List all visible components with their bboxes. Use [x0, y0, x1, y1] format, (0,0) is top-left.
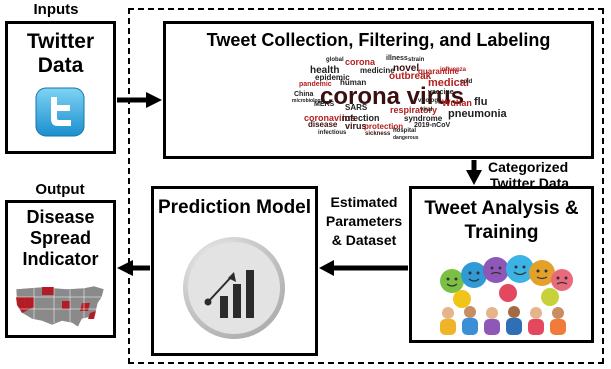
estimated-label-line1: Estimated: [330, 194, 398, 210]
word-cloud-term: coronavirus: [304, 113, 356, 123]
word-cloud-term: health: [310, 65, 340, 76]
word-cloud-term: influenza: [440, 67, 467, 73]
twitter-data-box: Twitter Data: [5, 21, 116, 154]
growth-chart-icon: [182, 236, 286, 340]
arrow-twitter-to-collection: [117, 92, 162, 108]
us-map-icon: [12, 283, 109, 333]
arrow-collection-to-analysis: [466, 160, 482, 185]
tweet-collection-box: Tweet Collection, Filtering, and Labelin…: [163, 21, 594, 159]
disease-spread-box: Disease Spread Indicator: [5, 200, 116, 338]
word-cloud-term: SARS: [345, 103, 368, 112]
output-label: Output: [35, 181, 85, 198]
processing-region: [128, 8, 604, 364]
word-cloud-term: protection: [364, 122, 404, 131]
disease-spread-title-line3: Indicator: [22, 249, 99, 269]
tweet-analysis-box: Tweet Analysis & Training: [409, 186, 594, 343]
word-cloud-term: infectious: [318, 130, 347, 136]
word-cloud-term: virus: [345, 121, 367, 131]
word-cloud-term: China: [294, 91, 314, 98]
twitter-logo-icon: [35, 87, 85, 137]
categorized-label-line1: Categorized: [488, 159, 569, 175]
people-group-icon: [440, 306, 566, 335]
social-emoji-illustration: [434, 253, 574, 337]
twitter-data-title-line2: Data: [37, 54, 84, 77]
prediction-model-title: Prediction Model: [157, 197, 312, 218]
word-cloud-term: viral: [420, 107, 433, 113]
word-cloud-term: cold: [460, 79, 473, 85]
word-cloud-term: medicine: [360, 66, 395, 75]
disease-spread-title-line1: Disease: [26, 207, 95, 227]
tweet-collection-title: Tweet Collection, Filtering, and Labelin…: [206, 30, 551, 50]
word-cloud-term: MERS: [314, 101, 335, 108]
arrow-analysis-to-prediction: [319, 260, 408, 276]
word-cloud: corona virus coronavirus pneumonia outbr…: [290, 55, 507, 157]
word-cloud-term: infection: [342, 113, 380, 123]
word-cloud-term: syndrome: [404, 114, 443, 123]
word-cloud-term: disease: [308, 120, 338, 129]
word-cloud-term: quarantine: [418, 67, 459, 76]
prediction-model-box: Prediction Model: [151, 186, 318, 356]
word-cloud-term: epidemic: [315, 73, 350, 82]
word-cloud-term: corona: [345, 57, 376, 67]
word-cloud-term: global: [326, 57, 344, 63]
estimated-label-line3: & Dataset: [331, 232, 397, 248]
word-cloud-term: novel: [393, 63, 420, 74]
word-cloud-term: Wuhan: [442, 98, 472, 108]
estimated-label-line2: Parameters: [325, 213, 403, 229]
arrow-prediction-to-disease: [117, 260, 150, 276]
inputs-label: Inputs: [33, 1, 79, 18]
word-cloud-term: flu: [474, 96, 488, 108]
word-cloud-term: microbiology: [292, 98, 324, 104]
disease-spread-title-line2: Spread: [29, 228, 92, 248]
word-cloud-term: dangerous: [393, 135, 419, 141]
categorized-label-line2: Twitter Data: [490, 175, 570, 191]
word-cloud-term: respiratory: [390, 105, 438, 115]
word-cloud-term: medical: [428, 77, 469, 89]
word-cloud-term: hospital: [393, 128, 417, 134]
word-cloud-term: virology: [418, 98, 442, 104]
speech-bubble-icon: [440, 255, 573, 308]
word-cloud-term: pneumonia: [448, 108, 507, 120]
word-cloud-term: 2019-nCoV: [414, 122, 451, 129]
word-cloud-term: human: [340, 78, 367, 87]
word-cloud-term: corona virus: [320, 83, 465, 110]
word-cloud-term: pandemic: [299, 81, 332, 88]
word-cloud-term: vaccine: [428, 89, 454, 96]
tweet-analysis-title-line1: Tweet Analysis &: [424, 198, 579, 219]
twitter-data-title-line1: Twitter: [26, 30, 95, 53]
word-cloud-term: outbreak: [389, 71, 432, 82]
tweet-analysis-title-line2: Training: [464, 222, 539, 243]
word-cloud-term: strain: [408, 57, 425, 63]
word-cloud-term: illness: [386, 55, 408, 62]
word-cloud-term: sickness: [365, 131, 391, 137]
